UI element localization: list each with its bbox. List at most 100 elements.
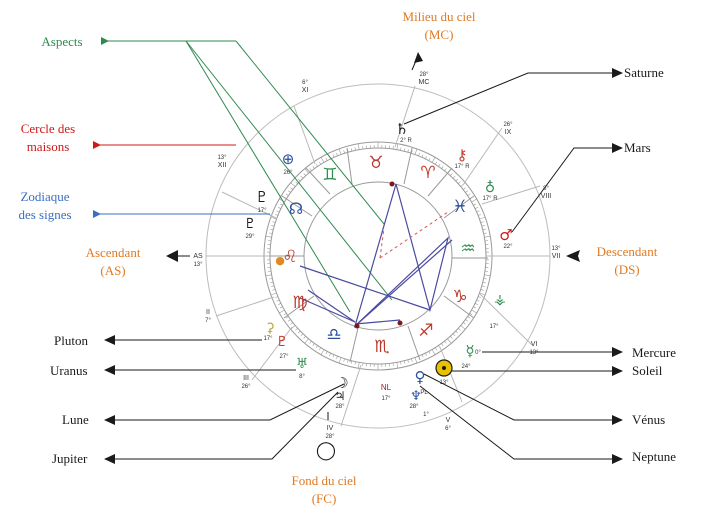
pl-sym: PL: [420, 390, 428, 396]
aspect-geometry: [299, 183, 453, 328]
house-xi: XI: [302, 87, 309, 94]
zodiac-tick: [396, 143, 399, 150]
zodiac-tick: [272, 221, 276, 223]
venus-label: Vénus: [632, 412, 666, 427]
zodiac-tick: [411, 358, 413, 362]
zodiac-tick: [332, 154, 335, 158]
zodiac-tick: [396, 362, 399, 369]
zodiac-tick: [471, 198, 477, 203]
zodiac-tick: [411, 150, 413, 154]
aspect-dashed: [379, 211, 449, 259]
zodiac-tick: [338, 357, 342, 364]
pluton-glyph: ♇: [276, 334, 289, 350]
zodiac-tick: [288, 319, 291, 322]
house-ii: II: [206, 309, 210, 316]
house-xii-deg: 13°: [217, 155, 227, 161]
saturne-glyph: ♄: [395, 120, 408, 138]
zodiac-tick: [480, 289, 484, 291]
house-mc-deg: 28°: [419, 72, 429, 78]
zodiac-tick: [428, 351, 431, 355]
obj-glyph-4: ♇: [255, 188, 268, 206]
soleil-deg: 13°: [439, 380, 449, 386]
mercure-b-deg: 24°: [461, 364, 471, 370]
house-iv-deg: 28°: [325, 434, 335, 440]
zodiac-tick: [290, 187, 294, 190]
zodiac-tick: [343, 358, 345, 362]
obj-glyph-2: ⚳: [265, 321, 275, 336]
zodiac-tick: [357, 143, 360, 150]
house-ix: IX: [505, 129, 512, 136]
jupiter-glyph: ♃: [335, 389, 346, 403]
zodiac-tick: [474, 303, 478, 305]
descendant-line2: (DS): [614, 262, 640, 277]
zodiaque-line1: Zodiaque: [20, 189, 70, 204]
zodiac-tick: [431, 157, 436, 163]
virgo-sign: ♍: [292, 293, 307, 313]
zodiac-tick: [312, 166, 315, 169]
venus-deg: 28°: [409, 404, 419, 410]
zodiac-tick: [462, 187, 466, 190]
zodiac-tick: [272, 289, 276, 291]
cercle-line2: maisons: [26, 139, 70, 154]
house-iii-deg: 26°: [241, 384, 251, 390]
zodiac-tick: [403, 148, 406, 152]
chiron-glyph: ⚷: [457, 146, 468, 164]
zodiac-tick: [304, 338, 309, 344]
zodiac-tick: [444, 340, 447, 344]
zodiac-tick: [425, 352, 427, 356]
fond-line1: Fond du ciel: [291, 473, 357, 488]
zodiac-tick: [276, 299, 280, 302]
lune-label: Lune: [62, 412, 89, 427]
zodiac-tick: [414, 148, 418, 155]
zodiac-tick: [338, 148, 342, 155]
zodiac-tick: [482, 228, 486, 231]
house-ii-deg: 7°: [205, 318, 211, 324]
fc-glyph: ◯: [316, 440, 336, 461]
saturne-label: Saturne: [624, 65, 664, 80]
house-vii-deg: 13°: [551, 246, 561, 252]
uranus-glyph: ♅: [296, 356, 309, 372]
house-labels: 6° XI 28° MC 26° IX 13° XII 8° VIII AS 1…: [193, 72, 561, 440]
zodiac-tick: [290, 322, 294, 325]
obj4-deg: 17°: [257, 208, 267, 214]
zodiac-tick: [357, 362, 360, 369]
aspect-point-left: [354, 323, 360, 329]
zodiac-tick: [295, 328, 298, 331]
zodiaque-line2: des signes: [18, 207, 72, 222]
zodiac-tick: [450, 336, 453, 339]
zodiac-tick: [484, 235, 491, 238]
obj-glyph-6: ♇: [244, 216, 257, 232]
zodiac-tick: [465, 190, 468, 193]
zodiac-tick: [278, 207, 282, 209]
obj1-deg: 17° R: [482, 196, 498, 202]
aspects-callout: [101, 37, 393, 313]
pluton-deg: 27°: [279, 354, 289, 360]
mercure-deg: 0°: [475, 350, 481, 356]
zodiac-tick: [329, 352, 331, 356]
zodiac-tick: [447, 338, 452, 344]
zodiac-tick: [431, 349, 436, 355]
zodiac-tick: [325, 351, 328, 355]
zodiac-tick: [325, 157, 328, 161]
zodiac-tick: [480, 221, 484, 223]
zodiac-tick: [270, 228, 274, 231]
house-xi-deg: 6°: [302, 80, 308, 86]
uranus-deg: 8°: [299, 374, 305, 380]
scorpio-sign: ♏: [374, 337, 389, 357]
mercure-label: Mercure: [632, 345, 677, 360]
fond-du-ciel-label: Fond du ciel (FC): [276, 472, 372, 508]
zodiac-tick: [295, 181, 298, 184]
zodiac-tick: [425, 156, 427, 160]
zodiac-tick: [479, 216, 486, 220]
soleil-glyph: [435, 359, 453, 377]
ascendant-line1: Ascendant: [85, 245, 141, 260]
mercure-glyph: ☿: [465, 342, 474, 360]
zodiac-tick: [290, 182, 296, 187]
zodiac-tick: [279, 309, 285, 314]
house-as-deg: 13°: [193, 262, 203, 268]
zodiac-tick: [279, 203, 283, 206]
descendant-line1: Descendant: [596, 244, 658, 259]
gemini-sign: ♊: [322, 165, 337, 185]
zodiaque-label: Zodiaque des signes: [6, 188, 84, 224]
